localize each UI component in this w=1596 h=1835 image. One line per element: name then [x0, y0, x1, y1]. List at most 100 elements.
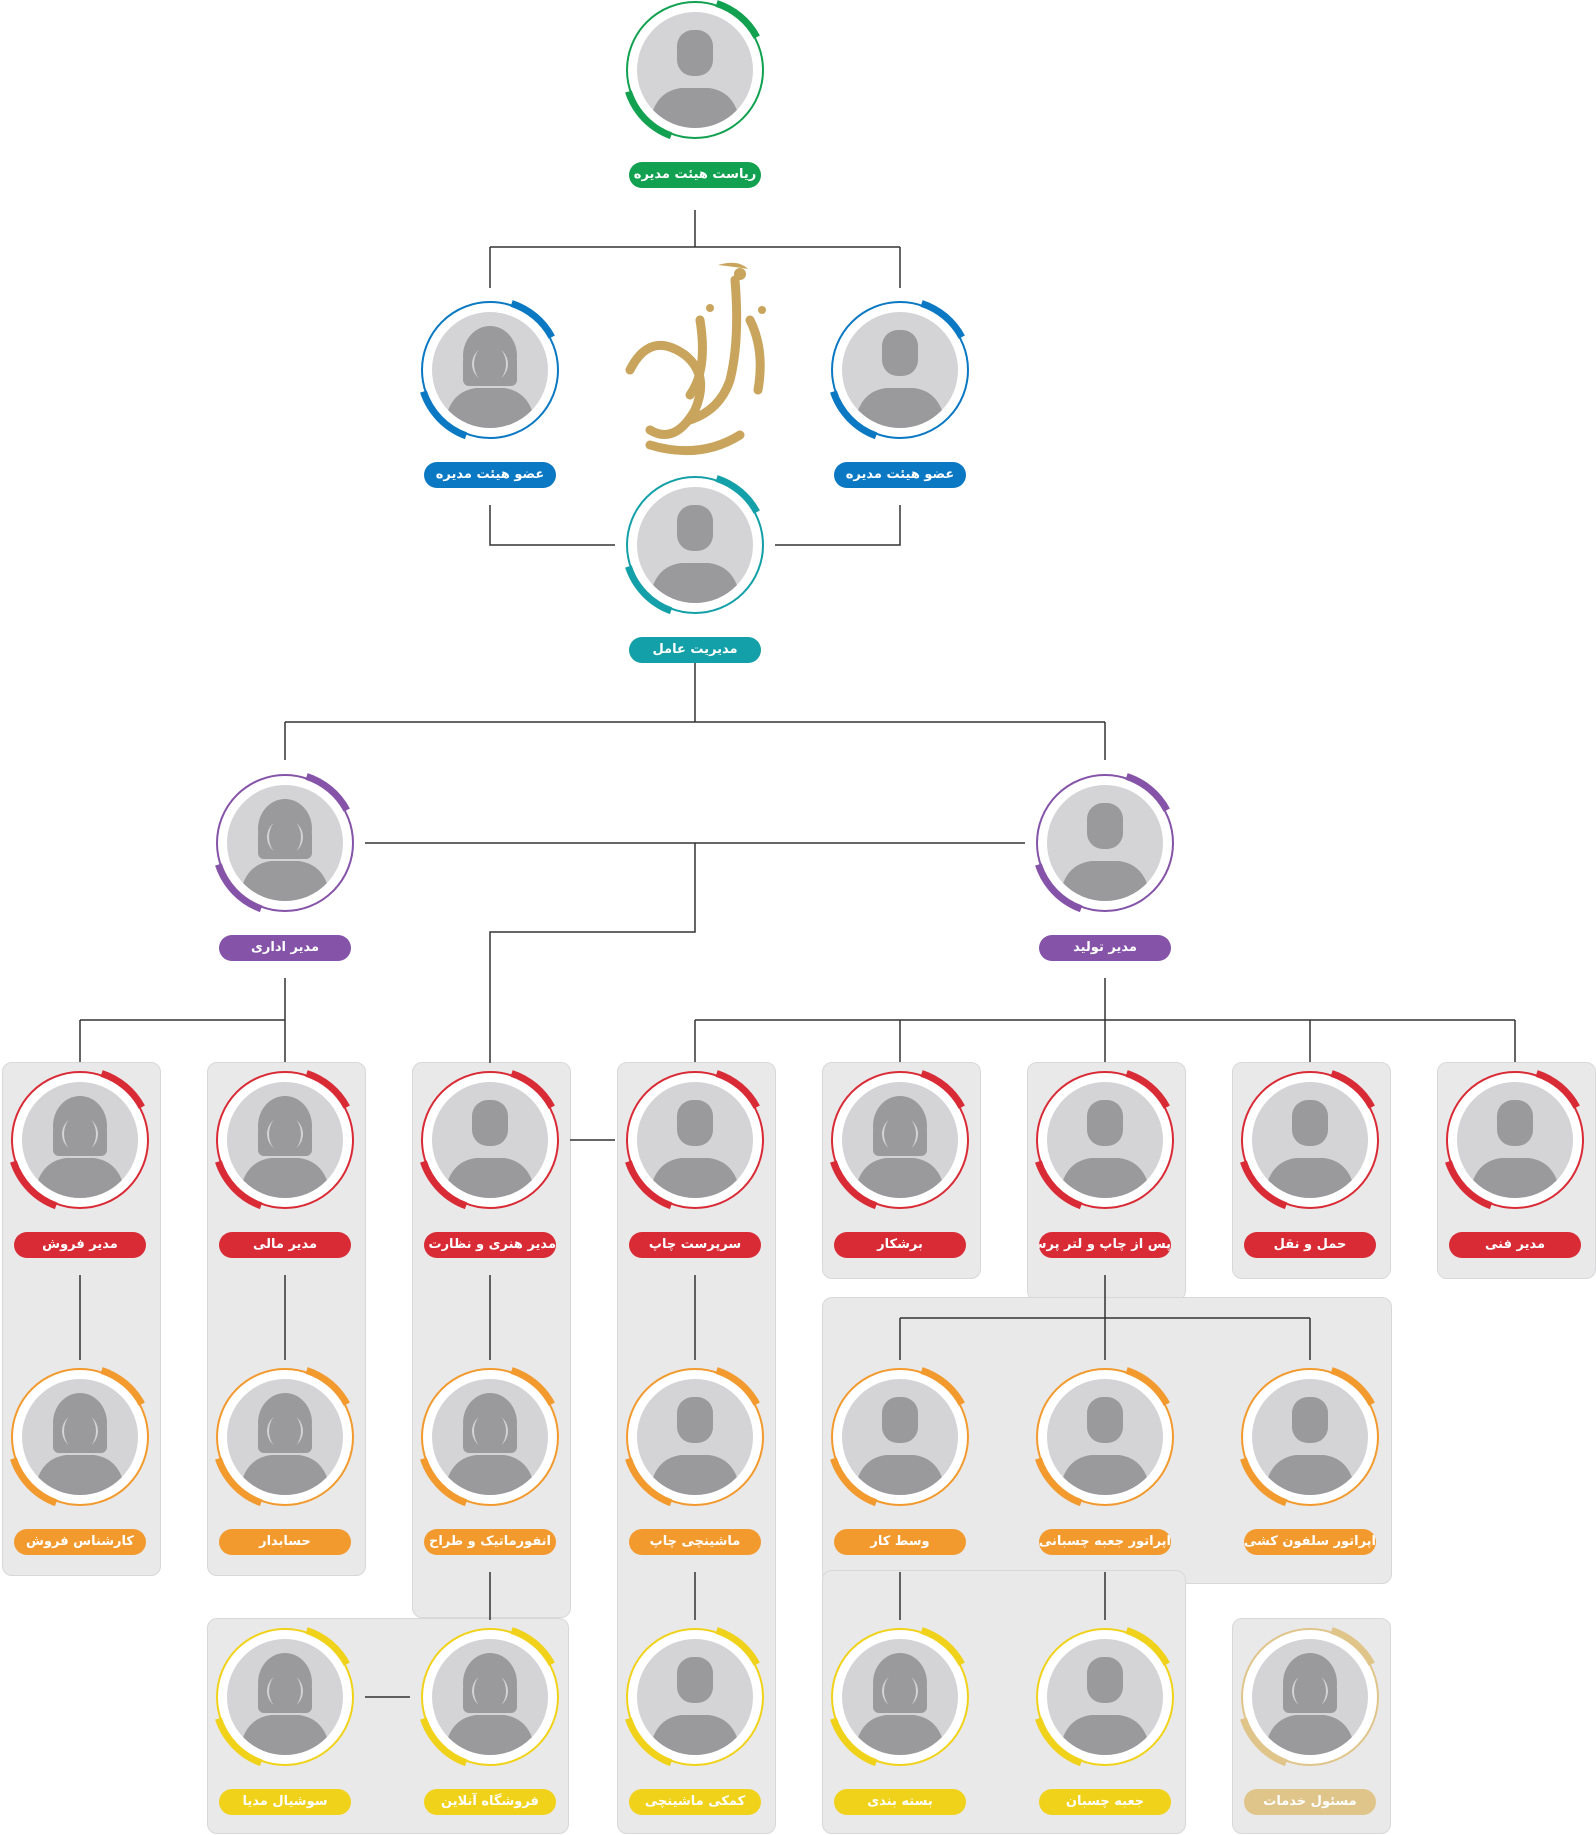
connector-line — [489, 505, 615, 546]
ring-arc — [1035, 863, 1083, 913]
male-avatar-icon — [1252, 1379, 1368, 1495]
ring-arc — [215, 863, 263, 913]
role-label: حمل و نقل — [1244, 1232, 1376, 1258]
role-label: کارشناس فروش — [14, 1529, 146, 1555]
ring-arc — [830, 1160, 878, 1210]
ring-arc — [1240, 1457, 1288, 1507]
male-avatar-icon — [1457, 1082, 1573, 1198]
female-avatar-icon — [227, 785, 343, 901]
ring-arc — [830, 1457, 878, 1507]
ring-arc — [1240, 1160, 1288, 1210]
role-node-online-shop[interactable]: فروشگاه آنلاین — [410, 1617, 570, 1817]
role-label: مدیر فروش — [14, 1232, 146, 1258]
role-label: بسته بندی — [834, 1789, 966, 1815]
role-label: مدیر فنی — [1449, 1232, 1581, 1258]
role-label: فروشگاه آنلاین — [424, 1789, 556, 1815]
role-label: مدیر تولید — [1039, 935, 1171, 961]
ring-arc — [420, 390, 468, 440]
female-avatar-icon — [1252, 1639, 1368, 1755]
role-label: پس از چاپ و لتر پرسچی — [1039, 1232, 1171, 1258]
female-avatar-icon — [22, 1082, 138, 1198]
male-avatar-icon — [637, 1082, 753, 1198]
ring-arc — [305, 1070, 350, 1109]
male-avatar-icon — [432, 1082, 548, 1198]
ring-arc — [510, 1070, 555, 1109]
role-node-print-supervisor[interactable]: سرپرست چاپ — [615, 1060, 775, 1260]
connector-line — [775, 505, 901, 546]
ring-arc — [420, 1717, 468, 1767]
role-node-middle-work[interactable]: وسط کار — [820, 1357, 980, 1557]
role-node-packaging[interactable]: بسته بندی — [820, 1617, 980, 1817]
ring-arc — [1240, 1717, 1288, 1767]
role-label: اپراتور جعبه چسبانی — [1039, 1529, 1171, 1555]
role-label: ریاست هیئت مدیره — [629, 162, 761, 188]
role-label: مدیر مالی — [219, 1232, 351, 1258]
ring-arc — [920, 300, 965, 339]
ring-arc — [420, 1457, 468, 1507]
role-node-sales-expert[interactable]: کارشناس فروش — [0, 1357, 160, 1557]
role-label: کمکی ماشینچی — [629, 1789, 761, 1815]
female-avatar-icon — [432, 1639, 548, 1755]
female-avatar-icon — [432, 1379, 548, 1495]
ring-arc — [100, 1070, 145, 1109]
role-label: جعبه چسبان — [1039, 1789, 1171, 1815]
female-avatar-icon — [227, 1639, 343, 1755]
ring-arc — [625, 1717, 673, 1767]
calligraphy-logo-icon — [625, 262, 766, 456]
role-node-transport[interactable]: حمل و نقل — [1230, 1060, 1390, 1260]
role-label: سوشیال مدیا — [219, 1789, 351, 1815]
ring-arc — [920, 1070, 965, 1109]
connector-line — [489, 843, 696, 1063]
male-avatar-icon — [637, 1639, 753, 1755]
ring-arc — [920, 1627, 965, 1666]
role-node-finance-manager[interactable]: مدیر مالی — [205, 1060, 365, 1260]
ring-arc — [625, 565, 673, 615]
role-node-board-right[interactable]: عضو هیئت مدیره — [820, 290, 980, 490]
role-node-postpress[interactable]: پس از چاپ و لتر پرسچی — [1025, 1060, 1185, 1260]
ring-arc — [830, 390, 878, 440]
role-node-ceo[interactable]: مدیریت عامل — [615, 465, 775, 665]
role-label: اپراتور سلفون کشی — [1244, 1529, 1376, 1555]
ring-arc — [215, 1717, 263, 1767]
female-avatar-icon — [842, 1082, 958, 1198]
role-label: ماشینچی چاپ — [629, 1529, 761, 1555]
ring-arc — [1330, 1627, 1375, 1666]
role-node-admin-manager[interactable]: مدیر اداری — [205, 763, 365, 963]
ring-arc — [510, 300, 555, 339]
role-node-cutter[interactable]: برشکار — [820, 1060, 980, 1260]
ring-arc — [420, 1160, 468, 1210]
role-label: مسئول خدمات — [1244, 1789, 1376, 1815]
ring-arc — [920, 1367, 965, 1406]
male-avatar-icon — [1047, 785, 1163, 901]
ring-arc — [715, 475, 760, 514]
role-node-cellophane-op[interactable]: اپراتور سلفون کشی — [1230, 1357, 1390, 1557]
ring-arc — [10, 1160, 58, 1210]
role-node-print-operator[interactable]: ماشینچی چاپ — [615, 1357, 775, 1557]
ring-arc — [715, 0, 760, 39]
role-node-accountant[interactable]: حسابدار — [205, 1357, 365, 1557]
role-node-production-manager[interactable]: مدیر تولید — [1025, 763, 1185, 963]
ring-arc — [1125, 773, 1170, 812]
role-node-art-manager[interactable]: مدیر هنری و نظارت چاپ — [410, 1060, 570, 1260]
ring-arc — [1125, 1627, 1170, 1666]
male-avatar-icon — [842, 312, 958, 428]
role-node-services[interactable]: مسئول خدمات — [1230, 1617, 1390, 1817]
male-avatar-icon — [637, 12, 753, 128]
female-avatar-icon — [227, 1082, 343, 1198]
role-node-technical-manager[interactable]: مدیر فنی — [1435, 1060, 1595, 1260]
role-node-designer[interactable]: انفورماتیک و طراح — [410, 1357, 570, 1557]
role-node-sales-manager[interactable]: مدیر فروش — [0, 1060, 160, 1260]
female-avatar-icon — [432, 312, 548, 428]
ring-arc — [1535, 1070, 1580, 1109]
role-label: عضو هیئت مدیره — [834, 462, 966, 488]
role-node-chairman[interactable]: ریاست هیئت مدیره — [615, 0, 775, 190]
ring-arc — [215, 1160, 263, 1210]
female-avatar-icon — [842, 1639, 958, 1755]
role-node-assistant-operator[interactable]: کمکی ماشینچی — [615, 1617, 775, 1817]
role-node-box-gluer[interactable]: جعبه چسبان — [1025, 1617, 1185, 1817]
role-node-social-media[interactable]: سوشیال مدیا — [205, 1617, 365, 1817]
role-node-board-left[interactable]: عضو هیئت مدیره — [410, 290, 570, 490]
role-node-box-gluer-op[interactable]: اپراتور جعبه چسبانی — [1025, 1357, 1185, 1557]
